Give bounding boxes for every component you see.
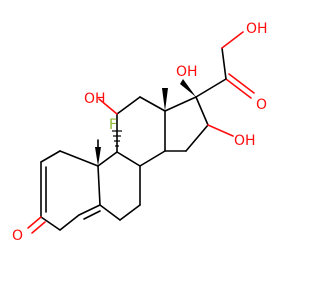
bond [97, 151, 118, 167]
hydroxyl-c11-label: OH [84, 91, 106, 107]
methyl-c13-wedge [162, 88, 168, 111]
bond [195, 78, 227, 98]
hydroxyl-c16: OH [207, 124, 256, 149]
ring-a [40, 150, 101, 231]
molecule-structure: O F OH [12, 21, 268, 244]
bond-c-o-double [31, 221, 46, 234]
hydroxyl-c11: OH [84, 91, 118, 115]
bond-c-o-double [228, 73, 255, 94]
hydroxyl-c21-label: OH [246, 21, 268, 37]
hydroxyl-c17: OH [176, 64, 198, 97]
ketone-oxygen-label: O [12, 228, 23, 244]
side-chain: O OH [195, 21, 268, 113]
bond [99, 204, 121, 221]
bond [116, 151, 141, 167]
fluorine-substituent: F [109, 117, 122, 147]
bond-c-o [221, 31, 244, 49]
bond [221, 47, 227, 80]
bond [116, 96, 141, 115]
bond-c-o [98, 98, 118, 115]
carbonyl-oxygen-label: O [256, 97, 267, 113]
hydroxyl-c17-label: OH [176, 64, 198, 80]
fluorine-label: F [109, 117, 117, 133]
methyl-c10-wedge [95, 147, 101, 166]
ring-d [164, 96, 209, 152]
fluorine-hash-bond [112, 130, 122, 147]
ring-c [116, 96, 166, 167]
bond-double-inner [83, 210, 101, 220]
bond-c-o [27, 216, 42, 229]
bond [59, 150, 99, 167]
bond [164, 96, 197, 112]
ring-b [97, 151, 141, 221]
bond [97, 165, 101, 206]
bond [40, 216, 61, 231]
ketone: O [12, 216, 46, 244]
bond [40, 150, 61, 163]
hydroxyl-c17-wedge [180, 79, 196, 97]
bond [139, 150, 166, 167]
bond [59, 214, 80, 231]
bond [119, 204, 141, 221]
bond [185, 124, 209, 152]
bond [195, 96, 209, 126]
bond-c-o [225, 78, 252, 99]
bond [139, 96, 166, 112]
bond [78, 204, 101, 216]
hydroxyl-c16-label: OH [234, 133, 256, 149]
bond-c-o [207, 124, 234, 137]
